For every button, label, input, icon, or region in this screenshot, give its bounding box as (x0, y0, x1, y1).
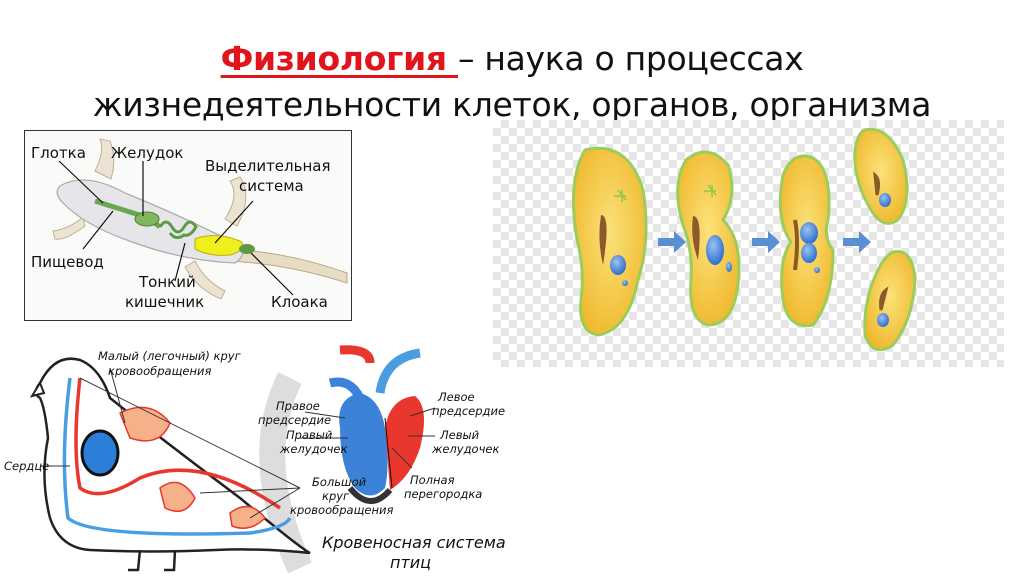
lizard-illustration: Глотка Желудок Выделительная система Пищ… (31, 138, 348, 311)
caption-line2: птиц (390, 553, 431, 572)
label-bolshoy-2: круг (322, 489, 350, 503)
label-pravoe-2: предсердие (258, 413, 331, 427)
bird-circulatory-diagram: Малый (легочный) круг кровообращения Сер… (0, 338, 520, 574)
label-maly-krug-1: Малый (легочный) круг (98, 349, 242, 363)
title-keyword: Физиология (220, 39, 458, 78)
title-definition-line1: – наука о процессах (457, 39, 804, 78)
label-maly-krug-2: кровообращения (108, 364, 211, 378)
bird-circulation-illustration: Малый (легочный) круг кровообращения Сер… (4, 345, 506, 574)
label-kloaka: Клоака (271, 293, 328, 311)
label-tonkiy: Тонкий (138, 273, 196, 291)
label-pravy-2: желудочек (279, 442, 347, 456)
cell-stage-daughters (853, 127, 917, 352)
cell-stage-constricting (676, 150, 741, 327)
label-zheludok: Желудок (111, 144, 183, 162)
label-polnaya-2: перегородка (404, 487, 482, 501)
label-pravy-1: Правый (286, 428, 333, 442)
label-vydelitelnaya: Выделительная (205, 157, 331, 175)
cell-division-illustration (571, 127, 917, 352)
label-sistema: система (239, 177, 304, 195)
cell-stage-parent (571, 146, 648, 337)
title-definition-line2: жизнедеятельности клеток, органов, орган… (92, 85, 932, 124)
label-polnaya-1: Полная (410, 473, 455, 487)
heart-illustration (328, 345, 424, 504)
label-kishechnik: кишечник (125, 293, 204, 311)
label-pravoe-1: Правое (276, 399, 320, 413)
label-levoe-1: Левое (437, 390, 475, 404)
arrow-right-icon (843, 231, 871, 253)
arrow-right-icon (752, 231, 780, 253)
label-bolshoy-1: Большой (312, 475, 367, 489)
label-bolshoy-3: кровообращения (290, 503, 393, 517)
label-glotka: Глотка (31, 144, 86, 162)
label-levy-1: Левый (439, 428, 480, 442)
lizard-digestive-diagram: Глотка Желудок Выделительная система Пищ… (24, 130, 352, 321)
cell-division-diagram (493, 120, 1004, 367)
label-levoe-2: предсердие (432, 404, 505, 418)
slide-title: Физиология – наука о процессах жизнедеят… (0, 36, 1024, 128)
label-levy-2: желудочек (431, 442, 499, 456)
label-pishchevod: Пищевод (31, 253, 104, 271)
arrow-right-icon (658, 231, 686, 253)
caption-line1: Кровеносная система (322, 533, 506, 552)
cell-stage-dividing (778, 154, 835, 328)
label-serdce: Сердце (4, 459, 49, 473)
